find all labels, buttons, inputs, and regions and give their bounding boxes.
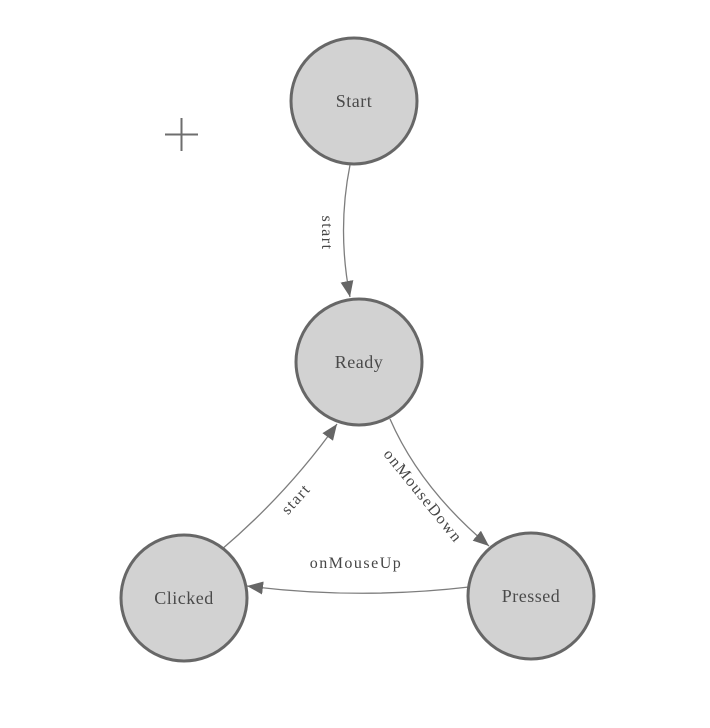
state-label-ready: Ready: [335, 352, 383, 372]
state-label-clicked: Clicked: [154, 588, 214, 608]
state-node-pressed[interactable]: Pressed: [466, 531, 596, 661]
state-label-start: Start: [336, 91, 373, 111]
edge-clicked-to-ready: start: [220, 423, 338, 551]
edge-ready-to-pressed: onMouseDown: [380, 418, 490, 547]
edge-path-pressed-to-clicked[interactable]: [246, 581, 470, 595]
state-circle-clicked[interactable]: [119, 533, 249, 663]
edge-label-start-to-ready: start: [318, 215, 335, 250]
edge-start-to-ready: start: [318, 164, 354, 298]
state-circle-start[interactable]: [289, 36, 419, 166]
edge-label-ready-to-pressed: onMouseDown: [380, 446, 466, 546]
edge-label-pressed-to-clicked: onMouseUp: [310, 555, 403, 572]
state-node-clicked[interactable]: Clicked: [119, 533, 249, 663]
state-node-start[interactable]: Start: [289, 36, 419, 166]
edge-path-clicked-to-ready[interactable]: [220, 423, 338, 551]
edge-path-ready-to-pressed[interactable]: [389, 418, 490, 547]
edge-pressed-to-clicked: onMouseUp: [246, 555, 470, 595]
edge-label-clicked-to-ready: start: [278, 481, 314, 518]
state-label-pressed: Pressed: [502, 586, 561, 606]
edge-path-start-to-ready[interactable]: [340, 164, 354, 298]
state-circle-pressed[interactable]: [466, 531, 596, 661]
state-node-ready[interactable]: Ready: [294, 297, 424, 427]
state-circle-ready[interactable]: [294, 297, 424, 427]
origin-crosshair-icon: [165, 118, 198, 151]
